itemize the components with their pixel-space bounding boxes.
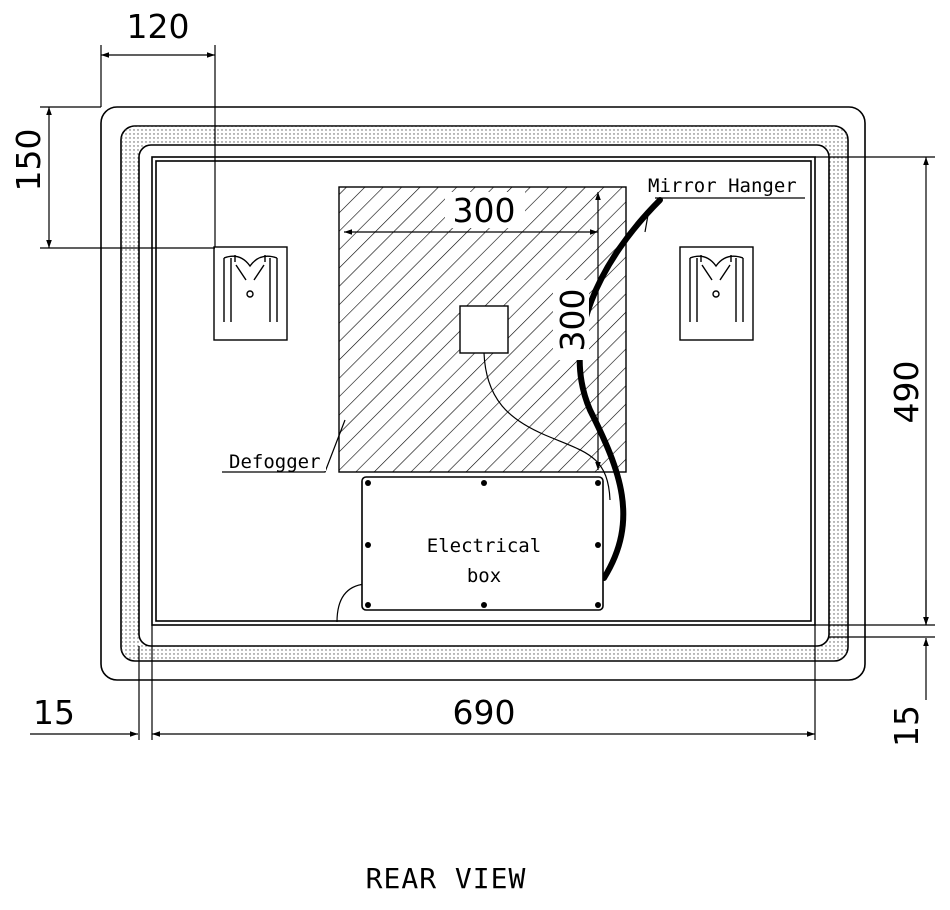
hanger-bracket-right <box>679 246 754 341</box>
dim-mirror-height: 490 <box>887 361 926 424</box>
electrical-box-label-line1: Electrical <box>427 535 541 557</box>
electrical-box-label-line2: box <box>467 565 501 587</box>
mirror-outline <box>100 106 866 681</box>
box-wire <box>336 583 366 623</box>
dim-mirror-width: 690 <box>453 693 516 732</box>
hanger-bracket-left <box>213 246 288 341</box>
dim-hanger-offset-y: 150 <box>9 129 48 192</box>
diagram-title: REAR VIEW <box>366 862 527 895</box>
dim-margin-bottom: 15 <box>887 705 926 747</box>
label-mirror-hanger: Mirror Hanger <box>648 175 797 197</box>
mirror-hanger-wire <box>576 197 663 581</box>
defogger-wire <box>483 352 611 501</box>
dim-hanger-offset-x: 120 <box>127 7 190 46</box>
label-defogger: Defogger <box>229 451 321 473</box>
dim-margin-left: 15 <box>33 693 75 732</box>
dimension-lines <box>30 45 935 740</box>
connector-block <box>459 305 509 354</box>
electrical-box: Electrical box <box>361 476 604 611</box>
dim-defogger-width: 300 <box>453 191 516 230</box>
dim-defogger-height: 300 <box>553 289 592 352</box>
